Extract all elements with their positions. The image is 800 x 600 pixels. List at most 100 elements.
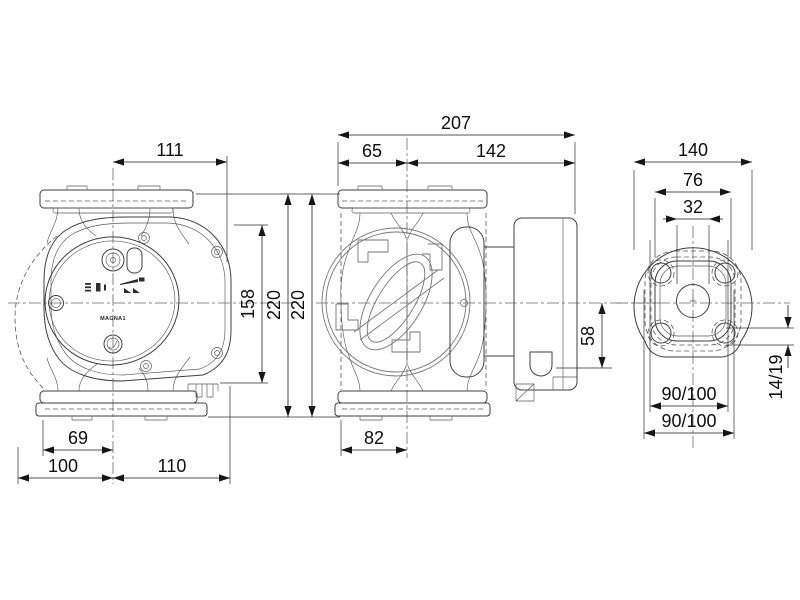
end-extension-lines xyxy=(633,170,794,439)
side-bottom-flange xyxy=(337,390,488,404)
front-cover-screws xyxy=(138,232,223,372)
front-bottom-flange-feet xyxy=(71,415,168,421)
front-cover-inner-outline xyxy=(50,222,226,376)
side-centerlines xyxy=(316,138,660,458)
screw-ring xyxy=(105,252,121,268)
bolt-hole-boss xyxy=(711,319,739,347)
front-centerlines xyxy=(8,168,300,484)
screw-icon xyxy=(214,350,220,356)
front-display-button xyxy=(126,247,143,274)
side-body-curves xyxy=(340,249,487,357)
side-stator-plug xyxy=(460,299,468,307)
bolt-hole-icon xyxy=(650,262,672,284)
end-view: 140 76 32 90/100 90/100 14/19 xyxy=(616,140,794,448)
bolt-hole-icon xyxy=(714,262,736,284)
scale-pointer-icon xyxy=(120,277,145,285)
front-top-flange xyxy=(39,189,194,209)
dim-total-length: 207 xyxy=(441,113,471,133)
end-port-body xyxy=(654,260,732,342)
bolt-hole-boss xyxy=(647,319,675,347)
end-centerlines xyxy=(616,226,790,448)
dim-base-width: 82 xyxy=(364,428,384,448)
bolt-hole-icon xyxy=(650,322,672,344)
front-clamp-detail xyxy=(187,383,219,398)
dim-flange-width: 140 xyxy=(678,140,708,160)
side-view: 207 65 142 220 58 82 xyxy=(288,113,660,458)
screw-ring xyxy=(103,334,123,354)
screw-icon xyxy=(211,347,223,359)
side-top-flange-tabs xyxy=(357,185,453,191)
front-cover-outline xyxy=(43,216,232,382)
front-top-flange-tabs xyxy=(66,185,161,191)
front-neck-curves xyxy=(46,207,191,392)
watermark-ring xyxy=(321,227,471,377)
dim-left-length: 65 xyxy=(362,141,382,161)
front-bottom-flange xyxy=(39,390,198,404)
screw-center xyxy=(51,298,61,308)
screw-ring xyxy=(48,295,64,311)
brand-watermark-icon xyxy=(321,227,471,377)
front-top-screw-icon xyxy=(101,248,125,272)
end-gasket-contour-1 xyxy=(650,256,736,346)
dim-right-length: 142 xyxy=(476,141,506,161)
screw-ring xyxy=(106,337,120,351)
front-view: MAGNA1 111 158 220 69 100 110 xyxy=(8,140,340,484)
screw-icon xyxy=(211,246,223,258)
screw-icon xyxy=(138,232,150,244)
front-extension-lines xyxy=(17,156,340,484)
screw-slot xyxy=(108,340,118,349)
side-control-box xyxy=(513,217,578,391)
end-port-body-inner xyxy=(659,265,727,337)
side-dimensions: 207 65 142 220 58 82 xyxy=(288,113,612,456)
dim-base-left: 100 xyxy=(48,456,78,476)
dim-height-overall-side: 220 xyxy=(288,290,308,320)
dim-port-width: 76 xyxy=(683,170,703,190)
front-face-plate xyxy=(44,236,180,366)
dim-cable-drop: 58 xyxy=(578,326,598,346)
front-left-screw-icon xyxy=(48,295,64,311)
screw-center xyxy=(110,257,116,263)
front-face-plate-inner xyxy=(48,240,176,362)
dim-bolt-circle-lower: 90/100 xyxy=(661,411,716,431)
front-volute-hidden-arc xyxy=(14,235,58,390)
side-bottom-flange-plate xyxy=(334,402,491,417)
speed-bars-icon xyxy=(85,283,106,292)
end-bore-center-cross xyxy=(689,297,697,305)
screw-icon xyxy=(214,249,220,255)
bolt-hole-boss xyxy=(647,259,675,287)
pump-mode-triangles-icon xyxy=(124,288,140,293)
screw-ring xyxy=(101,248,125,272)
side-cable-gland xyxy=(529,351,553,377)
screw-icon xyxy=(140,360,152,372)
watermark-meander xyxy=(335,239,443,353)
bolt-hole-boss xyxy=(711,259,739,287)
brand-label: MAGNA1 xyxy=(100,316,126,322)
end-dimensions: 140 76 32 90/100 90/100 14/19 xyxy=(633,140,794,439)
screw-icon xyxy=(141,235,147,241)
watermark-lens xyxy=(359,253,433,351)
end-bore xyxy=(676,284,710,318)
watermark-bar xyxy=(353,269,445,341)
dim-top-width: 111 xyxy=(156,140,183,160)
side-top-flange-under xyxy=(351,207,471,214)
watermark-ring-inner xyxy=(325,231,467,373)
side-cable-connector xyxy=(515,383,535,402)
dim-bolt-circle-upper: 90/100 xyxy=(661,384,716,404)
side-neck-curves xyxy=(348,212,480,392)
dim-flange-thickness: 14/19 xyxy=(766,354,786,399)
dim-base-right: 110 xyxy=(158,456,187,476)
end-gasket-contour-2 xyxy=(644,250,742,352)
end-flange-outline xyxy=(633,247,753,358)
side-control-box-lid-line xyxy=(552,218,578,391)
front-bottom-flange-plate xyxy=(35,402,208,417)
dim-height-overall-front: 220 xyxy=(264,290,284,320)
bolt-hole-icon xyxy=(714,322,736,344)
front-vent-screw-icon xyxy=(103,334,123,354)
side-top-flange xyxy=(337,189,488,209)
watermark-lens-inner xyxy=(366,261,426,343)
dim-bore: 32 xyxy=(683,197,703,217)
screw-icon xyxy=(143,363,149,369)
side-bottom-flange-feet xyxy=(359,415,453,421)
